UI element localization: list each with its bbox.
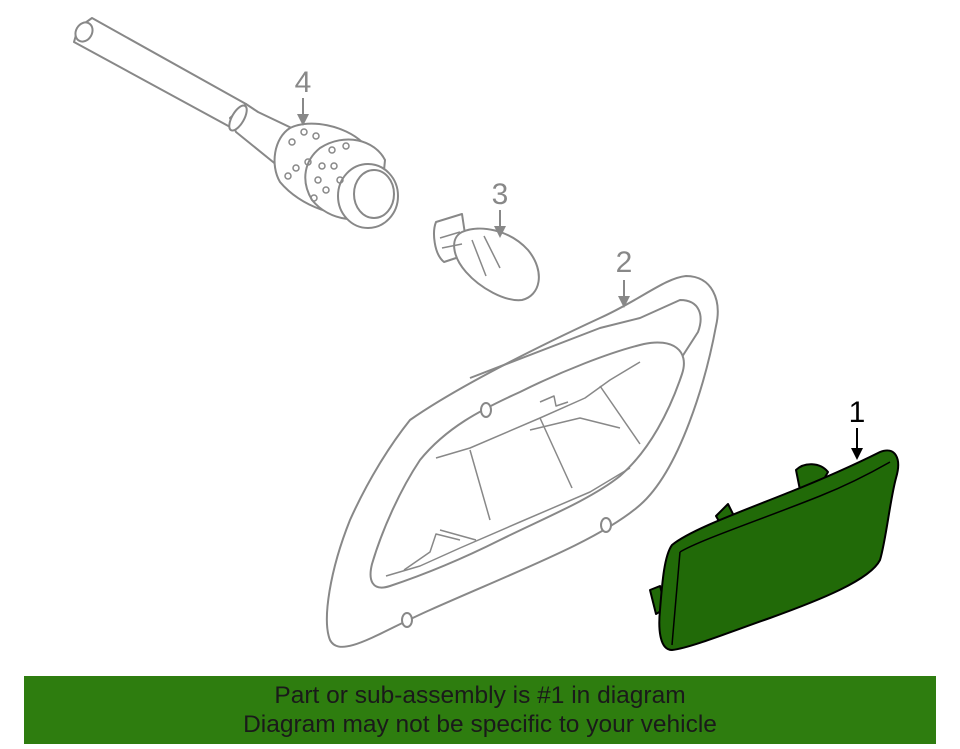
- leader-arrows: [297, 98, 863, 460]
- part-1-lens: [649, 449, 900, 651]
- banner-line-2: Diagram may not be specific to your vehi…: [243, 711, 717, 738]
- part-4-socket-wire: [73, 17, 399, 229]
- callout-3: 3: [492, 178, 509, 211]
- leader-arrow-3: [494, 210, 506, 238]
- leader-arrow-4: [297, 98, 309, 126]
- leader-arrow-2: [618, 280, 630, 308]
- socket-holes: [284, 128, 350, 202]
- callout-4: 4: [295, 66, 312, 99]
- info-banner: Part or sub-assembly is #1 in diagram Di…: [24, 676, 936, 744]
- part-3-bulb: [433, 213, 540, 302]
- callout-1: 1: [849, 396, 866, 429]
- banner-line-1: Part or sub-assembly is #1 in diagram: [274, 682, 686, 709]
- callout-2: 2: [616, 246, 633, 279]
- part-2-housing: [325, 275, 719, 648]
- leader-arrow-1: [851, 428, 863, 460]
